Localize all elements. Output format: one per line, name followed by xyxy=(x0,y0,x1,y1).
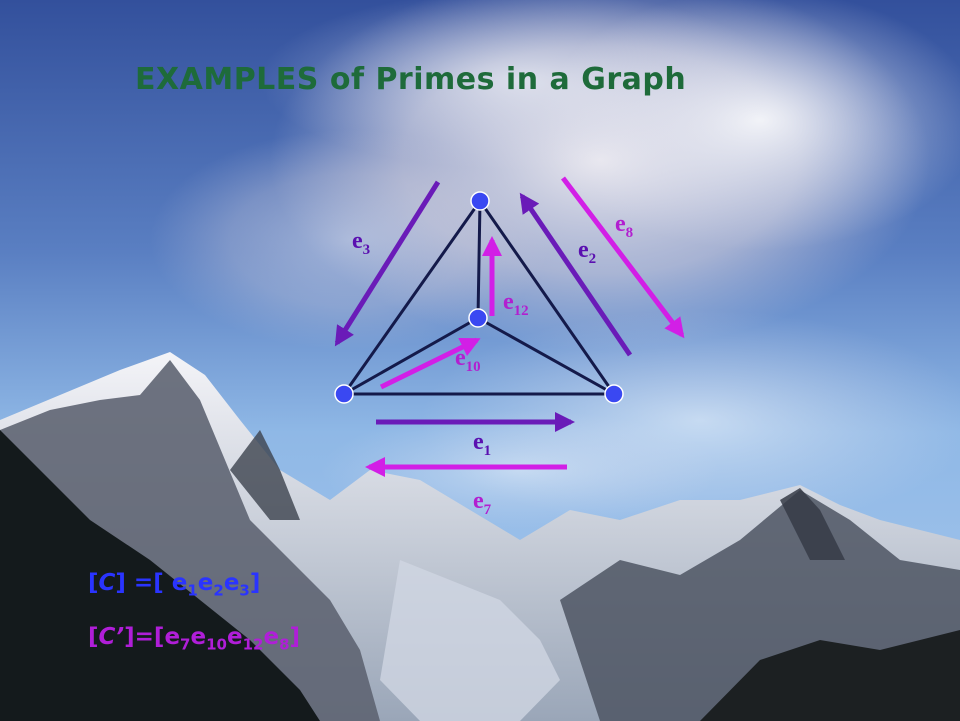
graph-edges xyxy=(342,199,616,396)
equation-c: [C] =[ e1e2e3] xyxy=(88,570,261,600)
edge-inner-top xyxy=(476,199,482,320)
label-e3: e3 xyxy=(352,228,370,258)
label-e7: e7 xyxy=(473,488,492,518)
vertex-right xyxy=(604,384,624,404)
equation-c-prime: [C’]=[e7e10e12e8] xyxy=(88,624,301,654)
label-e2: e2 xyxy=(578,237,596,267)
arrow-e3 xyxy=(334,180,441,347)
slide-title: EXAMPLES of Primes in a Graph xyxy=(135,62,687,97)
vertex-center xyxy=(468,308,488,328)
arrow-e8 xyxy=(561,176,685,339)
arrow-e2 xyxy=(519,192,633,357)
edge-outer-right xyxy=(478,199,616,396)
arrow-e10 xyxy=(379,337,481,390)
label-e10: e10 xyxy=(455,345,481,375)
label-e12: e12 xyxy=(503,289,529,319)
vertex-left xyxy=(334,384,354,404)
label-e1: e1 xyxy=(473,429,491,459)
edge-outer-left xyxy=(342,199,482,396)
label-e8: e8 xyxy=(615,211,633,241)
graph-vertices xyxy=(334,191,624,404)
edge-inner-right xyxy=(476,316,616,396)
vertex-top xyxy=(470,191,490,211)
edge-inner-left xyxy=(342,316,480,396)
